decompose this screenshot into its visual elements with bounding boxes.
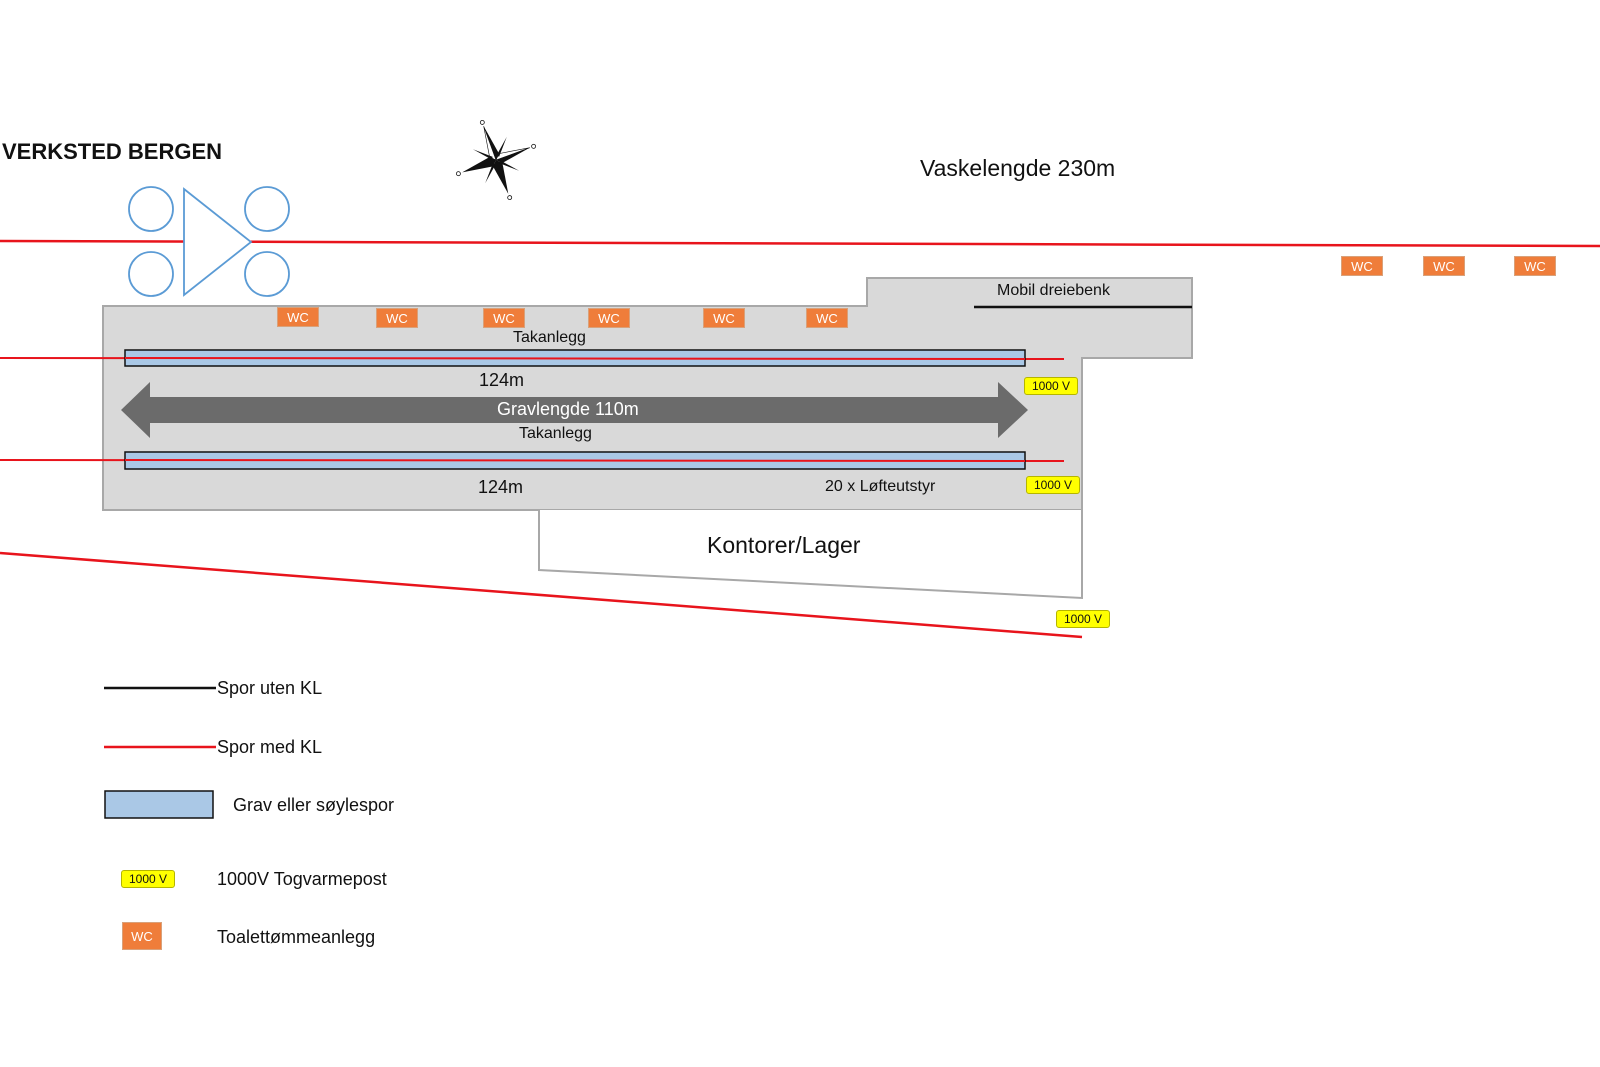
pit-2-track <box>124 459 1026 462</box>
length-label-1: 124m <box>479 370 525 390</box>
wc-marker: WC <box>277 307 319 327</box>
legend-text-track-without-kl: Spor uten KL <box>217 678 323 698</box>
wc-marker: WC <box>376 308 418 328</box>
legend-text-voltage: 1000V Togvarmepost <box>217 869 387 889</box>
legend-text-track-with-kl: Spor med KL <box>217 737 323 757</box>
compass-rose-icon <box>456 120 536 200</box>
pit-1-track <box>124 357 1026 360</box>
wc-marker: WC <box>588 308 630 328</box>
lifting-label: 20 x Løfteutstyr <box>825 478 936 495</box>
length-label-2: 124m <box>478 477 524 497</box>
roof-label-2: Takanlegg <box>519 425 592 442</box>
washing-length-label: Vaskelengde 230m <box>920 155 1116 181</box>
voltage-marker: 1000 V <box>1026 476 1080 494</box>
lathe-label: Mobil dreiebenk <box>997 282 1110 299</box>
wc-marker: WC <box>1514 256 1556 276</box>
legend-pit-box <box>104 790 214 819</box>
legend-text-wc: Toalettømmeanlegg <box>217 927 376 947</box>
legend-wc-badge: WC <box>122 922 162 950</box>
wc-marker: WC <box>1341 256 1383 276</box>
voltage-marker: 1000 V <box>1024 377 1078 395</box>
office-annex <box>538 510 1083 600</box>
legend-text-pit: Grav eller søylespor <box>233 795 395 815</box>
wc-marker: WC <box>806 308 848 328</box>
roof-label-1: Takanlegg <box>513 329 586 346</box>
diagram-title: VERKSTED BERGEN <box>2 139 223 164</box>
offices-label: Kontorer/Lager <box>707 532 861 558</box>
wc-marker: WC <box>483 308 525 328</box>
voltage-marker: 1000 V <box>1056 610 1110 628</box>
track-washing <box>0 239 1600 248</box>
wc-marker: WC <box>703 308 745 328</box>
pit-length-arrow <box>121 382 1028 438</box>
turntable-icon <box>128 186 290 297</box>
legend-voltage-badge: 1000 V <box>121 870 175 888</box>
pit-length-label: Gravlengde 110m <box>497 399 639 419</box>
wc-marker: WC <box>1423 256 1465 276</box>
track-diagonal <box>0 551 1083 639</box>
